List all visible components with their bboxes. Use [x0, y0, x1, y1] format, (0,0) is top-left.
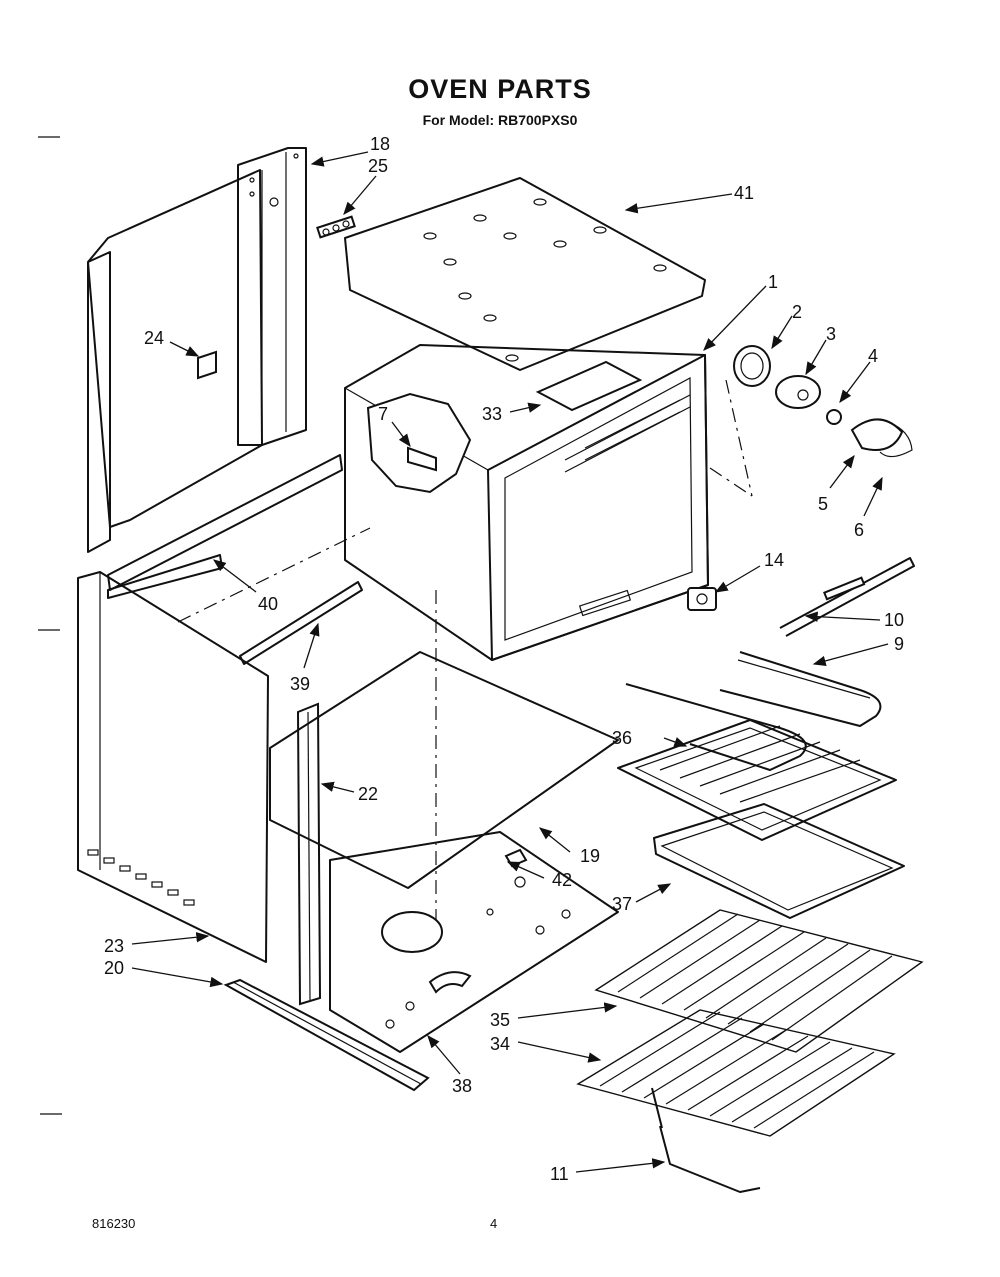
callout-24: 24 — [144, 328, 164, 348]
callout-leaders — [131, 151, 889, 1173]
part-oven-racks — [576, 909, 924, 1193]
callout-9: 9 — [894, 634, 904, 654]
part-insulation-33 — [535, 360, 643, 412]
margin-marks — [38, 136, 62, 1115]
part-broil-pan-insert — [617, 719, 897, 841]
callout-3: 3 — [826, 324, 836, 344]
callout-14: 14 — [764, 550, 784, 570]
part-bottom-rail — [223, 978, 430, 1092]
callout-2: 2 — [792, 302, 802, 322]
part-left-side-panel — [77, 571, 269, 963]
callout-22: 22 — [358, 784, 378, 804]
part-light-assembly — [709, 345, 913, 497]
callout-7: 7 — [378, 404, 388, 424]
page-title: OVEN PARTS — [408, 74, 592, 104]
callout-34: 34 — [490, 1034, 510, 1054]
part-broil-element-set — [625, 557, 915, 771]
callout-20: 20 — [104, 958, 124, 978]
callout-40: 40 — [258, 594, 278, 614]
part-bracket-24 — [197, 350, 217, 380]
callout-33: 33 — [482, 404, 502, 424]
callout-25: 25 — [368, 156, 388, 176]
callout-11: 11 — [550, 1164, 569, 1184]
footer-page-number: 4 — [490, 1216, 498, 1231]
callout-39: 39 — [290, 674, 310, 694]
callout-19: 19 — [580, 846, 600, 866]
callout-5: 5 — [818, 494, 828, 514]
part-top-panel — [344, 177, 706, 371]
callout-41: 41 — [734, 183, 754, 203]
callout-4: 4 — [868, 346, 878, 366]
part-oven-cavity — [344, 344, 709, 661]
part-rear-panel — [87, 147, 307, 553]
callout-1: 1 — [768, 272, 778, 292]
footer-part-code: 816230 — [92, 1216, 136, 1231]
callout-23: 23 — [104, 936, 124, 956]
callout-38: 38 — [452, 1076, 472, 1096]
callout-labels: 18 25 41 1 2 3 4 24 33 7 5 6 14 10 9 40 … — [104, 134, 904, 1184]
callout-6: 6 — [854, 520, 864, 540]
callout-10: 10 — [884, 610, 904, 630]
part-broil-pan — [653, 803, 905, 919]
part-burner-base — [329, 831, 619, 1053]
part-vertical-support — [296, 702, 322, 1006]
part-side-panels — [107, 454, 371, 665]
part-oven-bottom — [269, 590, 619, 930]
callout-18: 18 — [370, 134, 390, 154]
callout-35: 35 — [490, 1010, 510, 1030]
part-terminal-block — [316, 215, 356, 239]
callout-37: 37 — [612, 894, 632, 914]
model-subtitle: For Model: RB700PXS0 — [422, 112, 578, 128]
callout-42: 42 — [552, 870, 572, 890]
callout-36: 36 — [612, 728, 632, 748]
